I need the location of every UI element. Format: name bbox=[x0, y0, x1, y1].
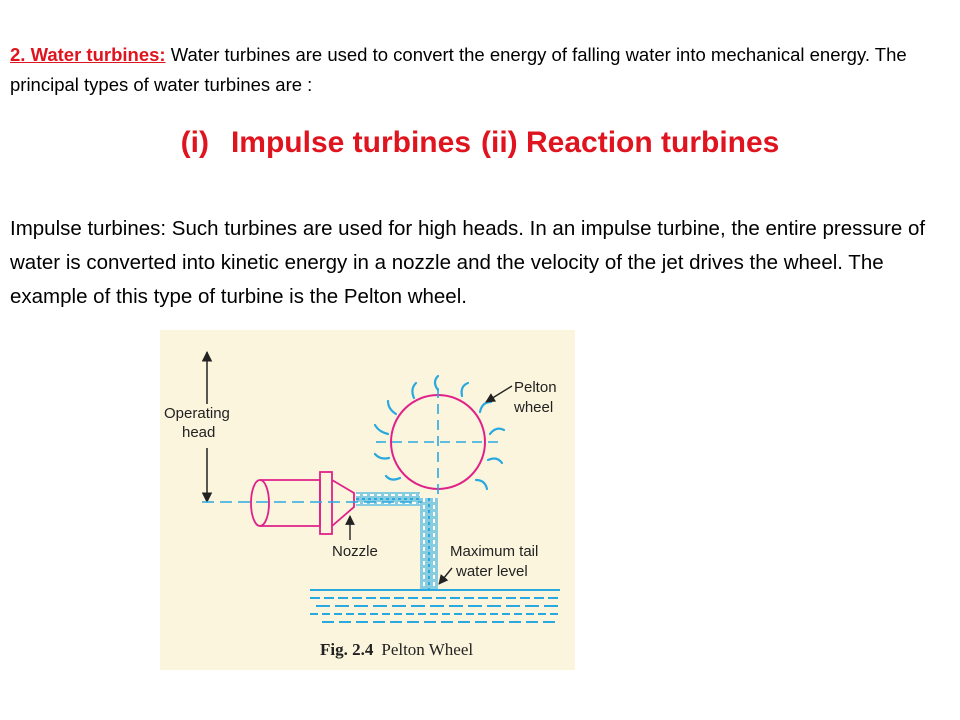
label-max-tail: Maximum tail bbox=[450, 543, 538, 560]
section-heading: 2. Water turbines: bbox=[10, 44, 166, 65]
label-operating: Operating bbox=[164, 405, 230, 422]
intro-body: Water turbines are used to convert the e… bbox=[10, 44, 907, 95]
type-2-label: (ii) Reaction turbines bbox=[481, 126, 780, 159]
caption-number: Fig. 2.4 bbox=[320, 640, 374, 659]
pelton-leader bbox=[485, 385, 513, 403]
flange bbox=[319, 471, 333, 535]
label-head: head bbox=[182, 424, 215, 441]
figure-caption: Fig. 2.4 Pelton Wheel bbox=[320, 640, 473, 659]
type-1-number: (i) bbox=[180, 126, 209, 159]
label-pelton: Pelton bbox=[514, 379, 557, 396]
caption-title: Pelton Wheel bbox=[381, 640, 473, 659]
pelton-wheel bbox=[373, 374, 506, 496]
intro-text: 2. Water turbines: Water turbines are us… bbox=[10, 40, 940, 100]
label-wheel: wheel bbox=[513, 399, 553, 416]
label-nozzle: Nozzle bbox=[332, 543, 378, 560]
pelton-diagram: Operating head bbox=[164, 350, 560, 659]
tail-leader bbox=[438, 567, 453, 585]
label-water-level: water level bbox=[455, 563, 528, 580]
nozzle-assembly bbox=[250, 471, 355, 535]
tail-water bbox=[310, 589, 560, 623]
type-1-label: Impulse turbines bbox=[230, 126, 471, 159]
turbine-types-heading: (i) Impulse turbines (ii) Reaction turbine… bbox=[0, 126, 960, 160]
pelton-wheel-figure: Operating head bbox=[160, 330, 575, 670]
nozzle-cone bbox=[331, 479, 355, 527]
wheel-buckets bbox=[373, 374, 506, 491]
impulse-paragraph: Impulse turbines: Such turbines are used… bbox=[10, 217, 926, 308]
